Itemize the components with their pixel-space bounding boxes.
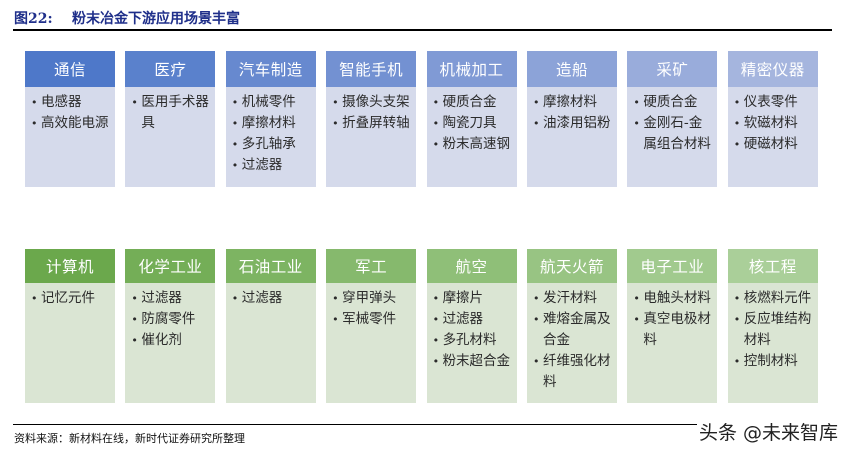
list-item: 电触头材料	[633, 288, 713, 309]
card-body: 摄像头支架 折叠屏转轴	[326, 87, 417, 187]
list-item: 发汗材料	[533, 288, 613, 309]
list-item: 摄像头支架	[332, 92, 412, 113]
list-item: 折叠屏转轴	[332, 113, 412, 134]
figure-title-text: 粉末冶金下游应用场景丰富	[72, 11, 240, 27]
card-nuclear-engineering: 核工程 核燃料元件 反应堆结构材料 控制材料	[727, 249, 818, 403]
card-body: 摩擦材料 油漆用铝粉	[526, 87, 617, 187]
list-item: 核燃料元件	[734, 288, 814, 309]
list-item: 多孔材料	[433, 330, 513, 351]
card-body: 硬质合金 陶瓷刀具 粉末高速钢	[426, 87, 517, 187]
card-header: 化学工业	[125, 249, 216, 283]
card-smartphone: 智能手机 摄像头支架 折叠屏转轴	[326, 51, 417, 187]
card-petroleum-industry: 石油工业 过滤器	[225, 249, 316, 403]
card-body: 医用手术器具	[125, 87, 216, 187]
card-body: 硬质合金 金刚石-金属组合材料	[627, 87, 718, 187]
list-item: 高效能电源	[31, 113, 111, 134]
list-item: 反应堆结构材料	[734, 309, 814, 351]
list-item: 防腐零件	[131, 309, 211, 330]
card-precision-instruments: 精密仪器 仪表零件 软磁材料 硬磁材料	[727, 51, 818, 187]
card-military: 军工 穿甲弹头 军械零件	[326, 249, 417, 403]
card-aviation: 航空 摩擦片 过滤器 多孔材料 粉末超合金	[426, 249, 517, 403]
card-header: 电子工业	[627, 249, 718, 283]
card-aerospace-rocket: 航天火箭 发汗材料 难熔金属及合金 纤维强化材料	[526, 249, 617, 403]
list-item: 催化剂	[131, 330, 211, 351]
list-item: 多孔轴承	[232, 134, 312, 155]
list-item: 软磁材料	[734, 113, 814, 134]
list-item: 记忆元件	[31, 288, 111, 309]
list-item: 摩擦材料	[232, 113, 312, 134]
card-body: 仪表零件 软磁材料 硬磁材料	[727, 87, 818, 187]
list-item: 机械零件	[232, 92, 312, 113]
card-header: 核工程	[727, 249, 818, 283]
list-item: 陶瓷刀具	[433, 113, 513, 134]
list-item: 过滤器	[232, 155, 312, 176]
list-item: 医用手术器具	[131, 92, 211, 134]
card-header: 石油工业	[225, 249, 316, 283]
card-header: 军工	[326, 249, 417, 283]
card-body: 电触头材料 真空电极材料	[627, 283, 718, 403]
card-machining: 机械加工 硬质合金 陶瓷刀具 粉末高速钢	[426, 51, 517, 187]
card-mining: 采矿 硬质合金 金刚石-金属组合材料	[627, 51, 718, 187]
list-item: 电感器	[31, 92, 111, 113]
card-automotive: 汽车制造 机械零件 摩擦材料 多孔轴承 过滤器	[225, 51, 316, 187]
list-item: 穿甲弹头	[332, 288, 412, 309]
card-communication: 通信 电感器 高效能电源	[25, 51, 115, 187]
list-item: 油漆用铝粉	[533, 113, 613, 134]
list-item: 金刚石-金属组合材料	[633, 113, 713, 155]
card-body: 过滤器 防腐零件 催化剂	[125, 283, 216, 403]
list-item: 粉末高速钢	[433, 134, 513, 155]
title-divider	[13, 29, 832, 31]
top-row-applications: 通信 电感器 高效能电源 医疗 医用手术器具 汽车制造 机械零件 摩擦材料 多孔…	[25, 51, 818, 187]
card-medical: 医疗 医用手术器具	[125, 51, 216, 187]
list-item: 摩擦材料	[533, 92, 613, 113]
card-computer: 计算机 记忆元件	[25, 249, 115, 403]
card-header: 机械加工	[426, 51, 517, 87]
card-body: 摩擦片 过滤器 多孔材料 粉末超合金	[426, 283, 517, 403]
list-item: 粉末超合金	[433, 351, 513, 372]
card-header: 采矿	[627, 51, 718, 87]
list-item: 硬质合金	[633, 92, 713, 113]
watermark: 头条 @未来智库	[696, 418, 840, 445]
card-electronics-industry: 电子工业 电触头材料 真空电极材料	[627, 249, 718, 403]
list-item: 硬质合金	[433, 92, 513, 113]
card-header: 医疗	[125, 51, 216, 87]
source-divider	[13, 424, 832, 425]
source-note: 资料来源：新材料在线，新时代证券研究所整理	[14, 432, 245, 445]
card-header: 智能手机	[326, 51, 417, 87]
card-header: 航空	[426, 249, 517, 283]
list-item: 摩擦片	[433, 288, 513, 309]
figure-title: 图22: 粉末冶金下游应用场景丰富	[14, 8, 240, 28]
list-item: 硬磁材料	[734, 134, 814, 155]
card-header: 汽车制造	[225, 51, 316, 87]
list-item: 过滤器	[131, 288, 211, 309]
list-item: 仪表零件	[734, 92, 814, 113]
list-item: 纤维强化材料	[533, 351, 613, 393]
card-body: 记忆元件	[25, 283, 115, 403]
list-item: 军械零件	[332, 309, 412, 330]
card-header: 计算机	[25, 249, 115, 283]
card-header: 通信	[25, 51, 115, 87]
card-header: 航天火箭	[526, 249, 617, 283]
card-chemical-industry: 化学工业 过滤器 防腐零件 催化剂	[125, 249, 216, 403]
card-body: 电感器 高效能电源	[25, 87, 115, 187]
card-header: 精密仪器	[727, 51, 818, 87]
list-item: 真空电极材料	[633, 309, 713, 351]
card-header: 造船	[526, 51, 617, 87]
list-item: 难熔金属及合金	[533, 309, 613, 351]
figure-number: 图22:	[14, 11, 53, 27]
card-body: 穿甲弹头 军械零件	[326, 283, 417, 403]
card-shipbuilding: 造船 摩擦材料 油漆用铝粉	[526, 51, 617, 187]
list-item: 过滤器	[433, 309, 513, 330]
card-body: 机械零件 摩擦材料 多孔轴承 过滤器	[225, 87, 316, 187]
card-body: 发汗材料 难熔金属及合金 纤维强化材料	[526, 283, 617, 403]
list-item: 过滤器	[232, 288, 312, 309]
list-item: 控制材料	[734, 351, 814, 372]
card-body: 过滤器	[225, 283, 316, 403]
card-body: 核燃料元件 反应堆结构材料 控制材料	[727, 283, 818, 403]
bottom-row-applications: 计算机 记忆元件 化学工业 过滤器 防腐零件 催化剂 石油工业 过滤器 军工 穿…	[25, 249, 818, 403]
